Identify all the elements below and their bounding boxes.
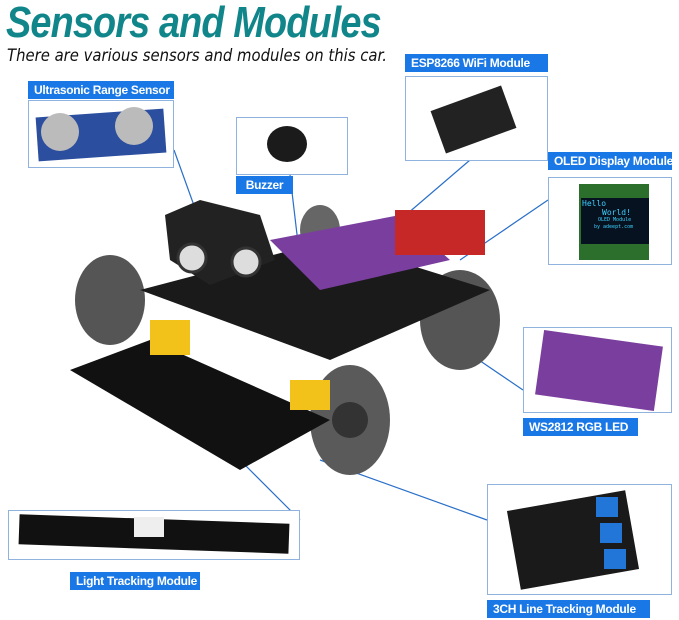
- label-light-tracking: Light Tracking Module: [70, 572, 200, 590]
- oled-text-2: World!: [602, 208, 631, 217]
- buzzer-image: [236, 117, 348, 175]
- label-line-tracking: 3CH Line Tracking Module: [487, 600, 650, 618]
- oled-text-1: Hello: [582, 199, 607, 208]
- page-title: Sensors and Modules: [6, 0, 382, 47]
- label-esp8266: ESP8266 WiFi Module: [405, 54, 548, 72]
- light-tracking-image: [8, 510, 300, 560]
- car-body: [70, 200, 500, 475]
- esp8266-image: [405, 76, 548, 161]
- label-buzzer: Buzzer: [236, 176, 293, 194]
- page-subtitle: There are various sensors and modules on…: [7, 46, 387, 65]
- label-oled: OLED Display Module: [548, 152, 673, 170]
- label-ultrasonic: Ultrasonic Range Sensor: [28, 81, 174, 99]
- oled-text-4: by adeept.com: [594, 224, 634, 230]
- ws2812-image: [523, 327, 672, 413]
- line-tracking-image: [487, 484, 672, 595]
- oled-image: Hello World! OLED Module by adeept.com: [548, 177, 672, 265]
- label-ws2812: WS2812 RGB LED: [523, 418, 638, 436]
- oled-text-3: OLED Module: [598, 217, 632, 223]
- ultrasonic-image: [28, 100, 174, 168]
